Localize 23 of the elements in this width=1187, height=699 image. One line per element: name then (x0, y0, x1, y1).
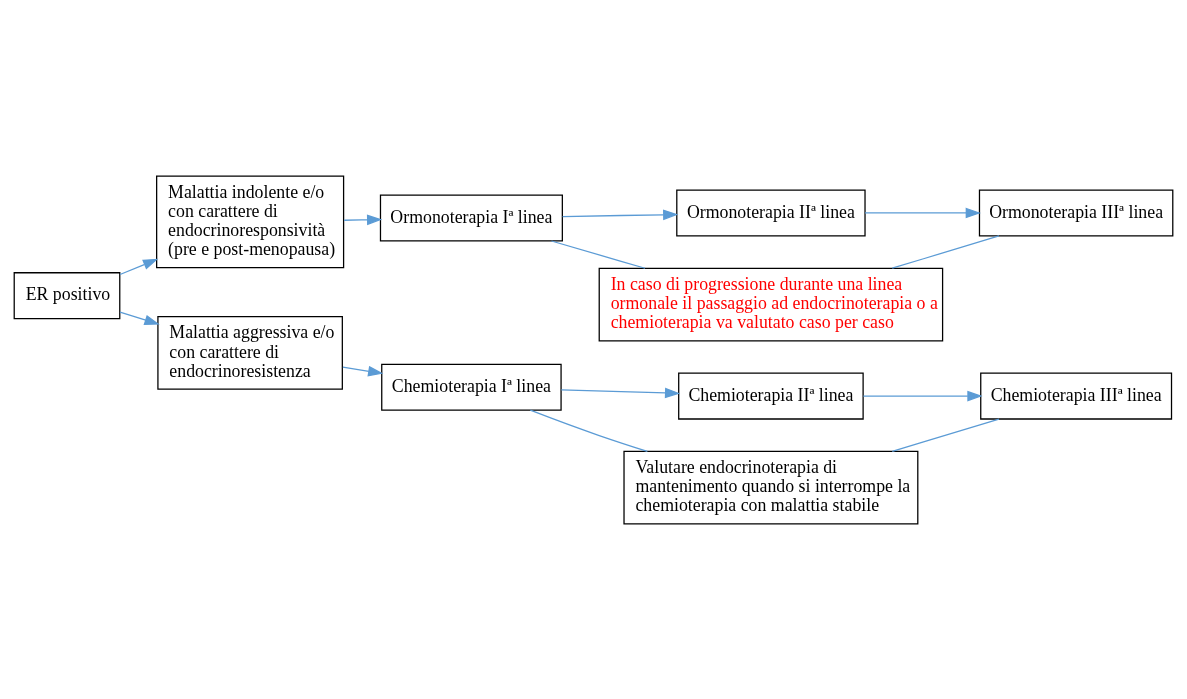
node-box: ER positivo (13, 271, 121, 319)
node-box: Ormonoterapia Iª linea (379, 194, 563, 242)
node-box: Valutare endocrinoterapia di mantenimento quando si interrompe la chemioterapia con malattia stabile (623, 450, 919, 525)
node-box: Malattia aggressiva e/o con carattere di endocrinoresistenza (157, 315, 343, 390)
arrow (561, 208, 679, 220)
node-box: Chemioterapia IIIª linea (980, 372, 1173, 420)
arrow (864, 207, 981, 218)
connector (550, 239, 646, 269)
arrow (862, 390, 983, 401)
connector (529, 409, 648, 452)
arrow (119, 258, 159, 275)
node-box: Malattia indolente e/o con carattere di endocrinoresponsività (pre e post-menopausa) (156, 174, 345, 268)
node-box: In caso di progressione durante una linea ormonale il passaggio ad endocrinoterapia o a chemioterapia va valutato caso per caso (598, 267, 944, 341)
connector (891, 417, 1000, 452)
node-box: Ormonoterapia IIIª linea (978, 188, 1174, 236)
node-box: Chemioterapia Iª linea (381, 363, 562, 411)
node-box: Chemioterapia IIª linea (678, 372, 864, 420)
arrow (343, 214, 383, 225)
arrow (560, 387, 681, 398)
arrow (342, 365, 384, 376)
arrow (119, 310, 160, 325)
connector (891, 234, 1000, 269)
node-box: Ormonoterapia IIª linea (676, 188, 866, 236)
